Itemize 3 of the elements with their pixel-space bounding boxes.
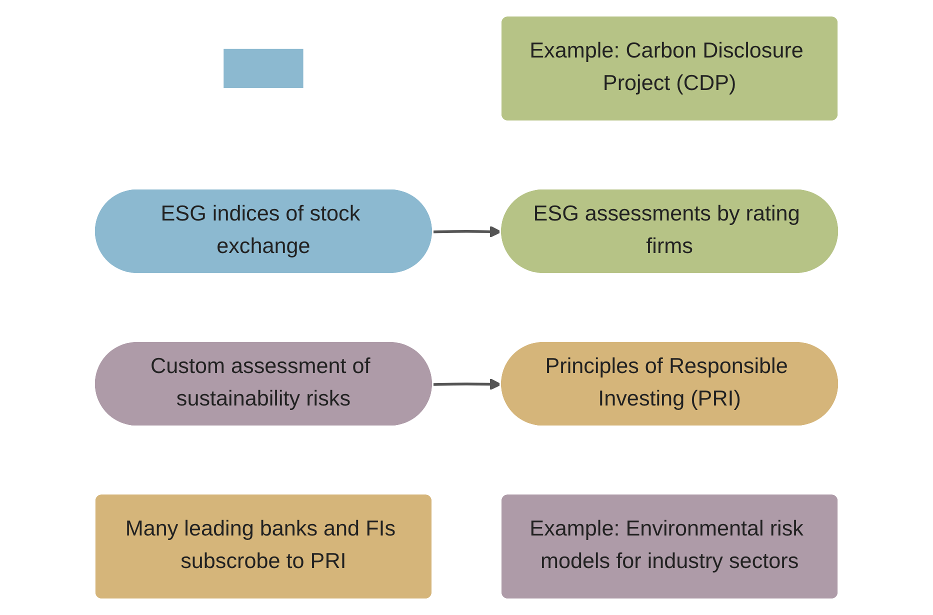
node-box [222,48,305,90]
arrow [433,378,502,390]
arrow [433,226,502,238]
